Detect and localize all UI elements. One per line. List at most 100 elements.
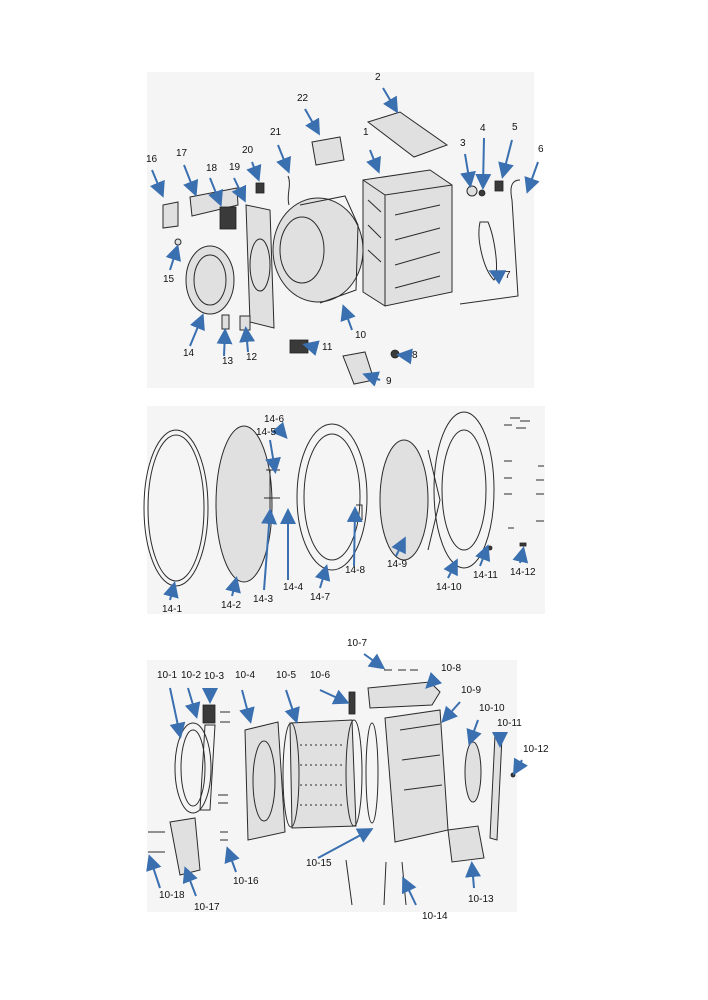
- callout-arrow-10: [340, 304, 356, 331]
- front-panel-part: [245, 204, 275, 329]
- callout-label-10-16: 10-16: [233, 876, 259, 887]
- top-panel-part: [366, 111, 449, 158]
- callout-arrow-10-13: [465, 861, 482, 889]
- knob-part: [174, 238, 182, 246]
- belt-part: [489, 734, 503, 841]
- callout-arrow-20: [246, 161, 262, 182]
- panel-door-assembly: [147, 406, 545, 614]
- callout-label-10-12: 10-12: [523, 744, 549, 755]
- callout-arrow-19: [231, 177, 247, 203]
- clip-part: [519, 542, 527, 547]
- callout-label-4: 4: [480, 123, 486, 134]
- callout-arrow-10-8: [425, 671, 443, 689]
- callout-label-10-2: 10-2: [181, 670, 201, 681]
- callout-label-10: 10: [355, 330, 367, 341]
- callout-arrow-10-10: [466, 719, 482, 746]
- callout-arrow-10-15: [317, 828, 374, 859]
- callout-arrow-10-1: [169, 687, 186, 739]
- detergent-drawer-part: [162, 201, 179, 229]
- callout-label-14-8: 14-8: [345, 565, 365, 576]
- callout-arrow-5: [498, 139, 514, 179]
- callout-arrow-9: [362, 371, 381, 387]
- hinge-part: [221, 314, 230, 330]
- spring-part: [202, 704, 216, 724]
- callout-label-19: 19: [229, 162, 241, 173]
- callout-label-3: 3: [460, 138, 466, 149]
- callout-arrow-10-17: [182, 866, 198, 897]
- callout-label-14-10: 14-10: [436, 582, 462, 593]
- bracket-part: [342, 351, 375, 385]
- callout-label-6: 6: [538, 144, 544, 155]
- callout-label-10-13: 10-13: [468, 894, 494, 905]
- callout-label-10-18: 10-18: [159, 890, 185, 901]
- callout-arrow-1: [366, 149, 381, 174]
- callout-label-14-7: 14-7: [310, 592, 330, 603]
- callout-label-5: 5: [512, 122, 518, 133]
- callout-label-14-1: 14-1: [162, 604, 182, 615]
- bolt-part: [148, 831, 165, 853]
- callout-label-10-6: 10-6: [310, 670, 330, 681]
- pump-housing-part: [169, 817, 201, 876]
- callout-arrow-14-1: [163, 581, 179, 601]
- callout-arrow-22: [304, 108, 320, 136]
- callout-label-15: 15: [163, 274, 175, 285]
- callout-label-14-3: 14-3: [253, 594, 273, 605]
- door-bowl-part: [379, 439, 429, 561]
- damper-part: [345, 859, 407, 906]
- callout-label-9: 9: [386, 376, 392, 387]
- door-inner-frame-part: [433, 411, 495, 569]
- gasket-seal-part: [174, 722, 212, 814]
- lock-part: [239, 315, 251, 331]
- tub-part: [272, 197, 364, 303]
- callout-label-14-11: 14-11: [473, 570, 498, 581]
- callout-arrow-11: [302, 340, 320, 356]
- callout-label-10-3: 10-3: [204, 671, 224, 682]
- motor-part: [447, 825, 485, 863]
- callout-arrow-10-6: [319, 689, 350, 705]
- small-screw-part: [487, 545, 493, 551]
- callout-label-10-15: 10-15: [306, 858, 332, 869]
- callout-arrow-14-10: [443, 558, 458, 579]
- callout-label-14-9: 14-9: [387, 559, 407, 570]
- callout-label-22: 22: [297, 93, 309, 104]
- pulley-part: [464, 741, 482, 803]
- callout-label-10-11: 10-11: [497, 718, 522, 729]
- callout-label-8: 8: [412, 350, 418, 361]
- callout-label-2: 2: [375, 72, 381, 83]
- callout-arrow-14-7: [314, 564, 331, 589]
- callout-label-20: 20: [242, 145, 254, 156]
- bolt-part: [390, 349, 400, 359]
- callout-label-14-6: 14-6: [264, 414, 284, 425]
- callout-arrow-10-12: [512, 757, 528, 776]
- tub-cover-part: [367, 681, 441, 709]
- callout-arrow-10-7: [363, 653, 386, 670]
- callout-arrow-14-5: [265, 439, 281, 474]
- callout-label-10-8: 10-8: [441, 663, 461, 674]
- callout-arrow-10-18: [146, 854, 162, 889]
- counterweight-part: [199, 724, 216, 811]
- callout-label-10-5: 10-5: [276, 670, 296, 681]
- foot-part: [466, 185, 478, 197]
- gasket-part: [478, 221, 497, 281]
- callout-label-7: 7: [505, 270, 511, 281]
- callout-label-14-4: 14-4: [283, 582, 303, 593]
- callout-label-10-10: 10-10: [479, 703, 505, 714]
- tub-seal-part: [365, 722, 379, 824]
- cabinet-part: [362, 169, 453, 307]
- callout-label-17: 17: [176, 148, 188, 159]
- callout-label-16: 16: [146, 154, 158, 165]
- pcb-part: [219, 206, 237, 230]
- callout-arrow-14: [189, 313, 205, 347]
- callout-arrow-16: [150, 169, 165, 198]
- callout-label-21: 21: [270, 127, 282, 138]
- callout-arrow-14-9: [391, 536, 406, 557]
- screws-part: [504, 417, 544, 529]
- door-glass-part: [215, 425, 273, 583]
- callout-label-10-17: 10-17: [194, 902, 220, 913]
- callout-arrow-8: [396, 348, 413, 365]
- callout-arrow-10-9: [441, 701, 461, 723]
- callout-label-10-9: 10-9: [461, 685, 481, 696]
- panel3-parts: [148, 669, 516, 906]
